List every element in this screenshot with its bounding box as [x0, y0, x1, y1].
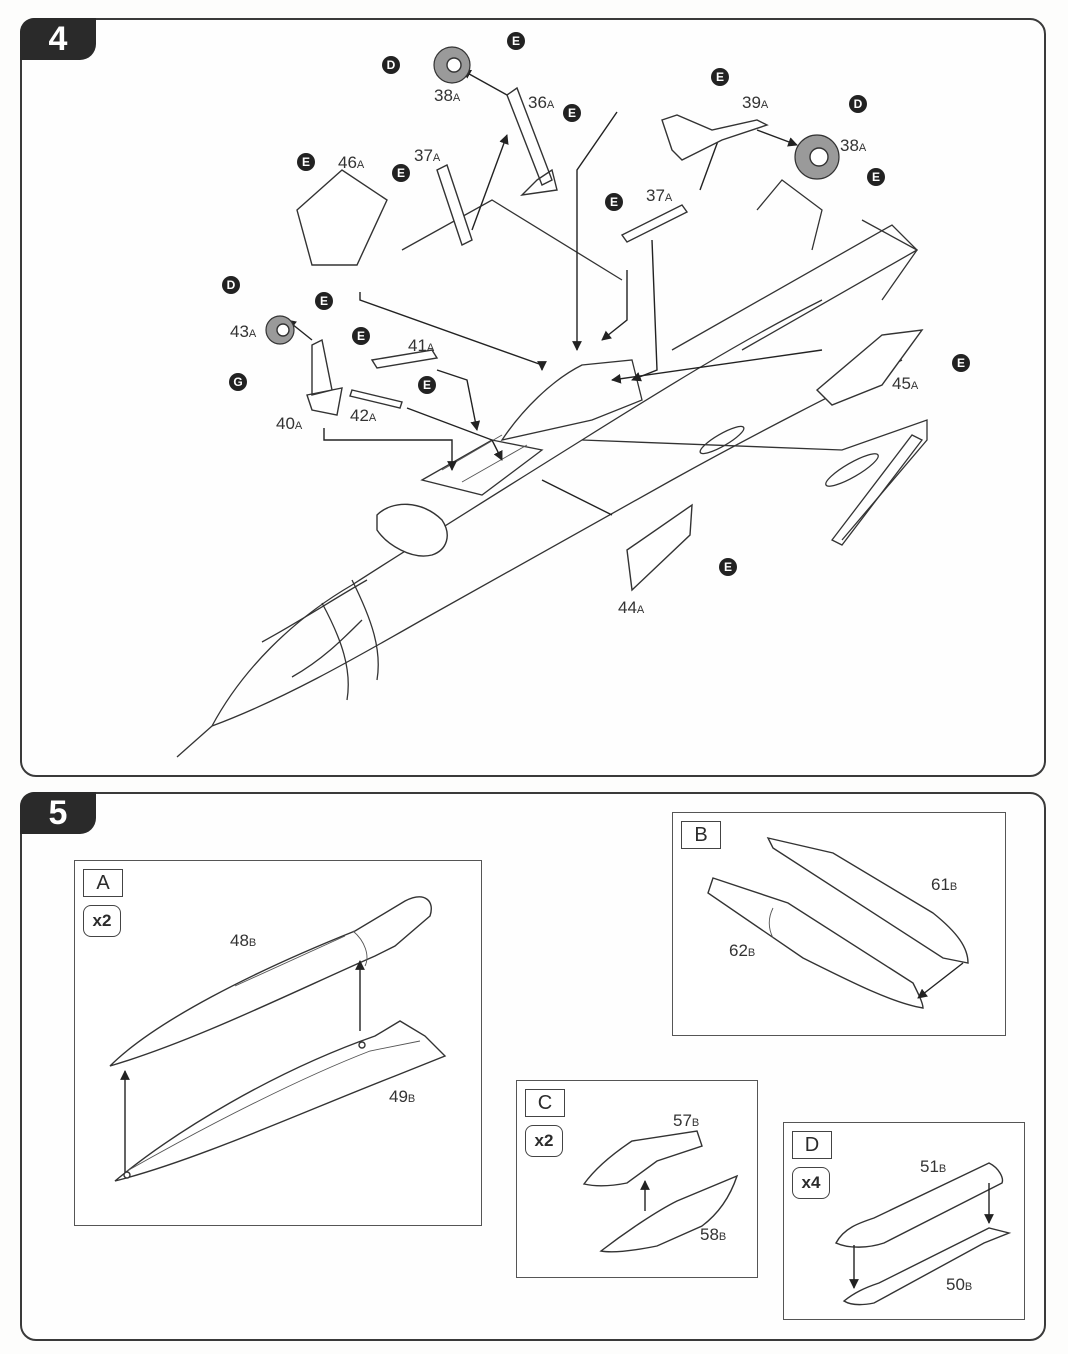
- parts-drawings: [265, 46, 924, 592]
- sub-assembly-c-drawing: [582, 1130, 739, 1253]
- color-mark: E: [952, 354, 970, 372]
- part-41a: [370, 349, 439, 369]
- part-label: 44A: [618, 598, 645, 617]
- color-mark: G: [229, 373, 247, 391]
- part-label: 36A: [528, 93, 555, 112]
- step-5-panel: 5 A x2 48B 49B B 61B 62B C: [20, 792, 1046, 1341]
- door-46a: [296, 169, 388, 266]
- part-42a: [349, 389, 403, 409]
- part-label: 37A: [646, 186, 673, 205]
- color-mark: E: [867, 168, 885, 186]
- color-mark: D: [382, 56, 400, 74]
- color-mark: E: [719, 558, 737, 576]
- part-label: 41A: [408, 336, 435, 355]
- part-label: 39A: [742, 93, 769, 112]
- sub-assembly-letter: A: [83, 869, 123, 897]
- color-mark: E: [352, 327, 370, 345]
- part-label: 51B: [920, 1157, 947, 1176]
- part-label: 40A: [276, 414, 303, 433]
- strut-40a: [306, 338, 343, 416]
- part-label: 62B: [729, 941, 756, 960]
- part-label: 37A: [414, 146, 441, 165]
- part-label: 45A: [892, 374, 919, 393]
- sub-assembly-c: C x2 57B 58B: [516, 1080, 758, 1278]
- quantity-badge: x4: [792, 1167, 830, 1199]
- step-number-badge: 5: [20, 792, 96, 834]
- aircraft-exploded-drawing: [176, 46, 928, 758]
- color-mark: E: [507, 32, 525, 50]
- part-label: 61B: [931, 875, 958, 894]
- part-label: 48B: [230, 931, 257, 950]
- color-mark: D: [849, 95, 867, 113]
- strut-37a-left: [436, 164, 473, 246]
- door-44a: [626, 503, 693, 592]
- sub-assembly-letter: D: [792, 1131, 832, 1159]
- sub-assembly-a-drawing: [109, 896, 447, 1182]
- assembly-leader-lines: [286, 69, 823, 516]
- strut-37a-right: [620, 204, 689, 243]
- strut-36a: [506, 86, 558, 196]
- part-label: 49B: [389, 1087, 416, 1106]
- color-mark: E: [392, 164, 410, 182]
- sub-assembly-letter: B: [681, 821, 721, 849]
- sub-assembly-d: D x4 51B 50B: [783, 1122, 1025, 1320]
- quantity-badge: x2: [83, 905, 121, 937]
- sub-assembly-letter: C: [525, 1089, 565, 1117]
- part-label: 43A: [230, 322, 257, 341]
- part-label: 42A: [350, 406, 377, 425]
- color-mark: E: [418, 376, 436, 394]
- sub-assembly-a: A x2 48B 49B: [74, 860, 482, 1226]
- sub-assembly-b-drawing: [707, 836, 969, 1009]
- part-label: 57B: [673, 1111, 700, 1130]
- step-number-badge: 4: [20, 18, 96, 60]
- strut-39a: [661, 114, 769, 161]
- part-label: 38A: [434, 86, 461, 105]
- door-45a: [815, 329, 924, 406]
- color-mark: E: [315, 292, 333, 310]
- color-mark: E: [297, 153, 315, 171]
- part-label: 50B: [946, 1275, 973, 1294]
- sub-assembly-d-drawing: [835, 1162, 1012, 1306]
- color-mark: E: [711, 68, 729, 86]
- part-label: 46A: [338, 153, 365, 172]
- fuselage-outline: [176, 179, 928, 758]
- step-4-panel: 4: [20, 18, 1046, 777]
- color-mark: D: [222, 276, 240, 294]
- color-mark: E: [563, 104, 581, 122]
- part-label: 38A: [840, 136, 867, 155]
- part-label: 58B: [700, 1225, 727, 1244]
- color-mark: E: [605, 193, 623, 211]
- quantity-badge: x2: [525, 1125, 563, 1157]
- sub-assembly-b: B 61B 62B: [672, 812, 1006, 1036]
